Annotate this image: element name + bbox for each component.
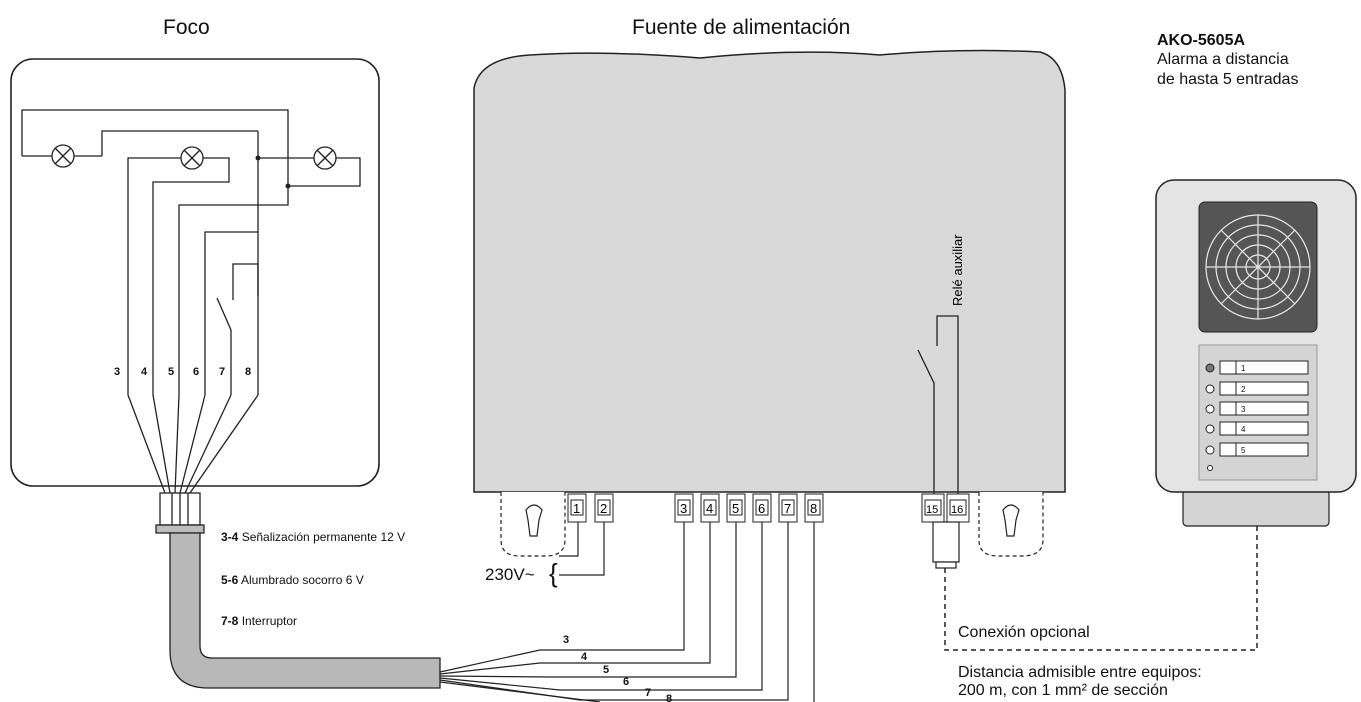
cable-wire-number: 4 — [581, 651, 588, 663]
terminal-15: 15 — [921, 493, 945, 523]
alarm-channel-label: 4 — [1241, 425, 1246, 434]
svg-text:7: 7 — [784, 501, 791, 516]
cable-wire-number: 8 — [666, 693, 672, 702]
ako-description-line1: Alarma a distancia — [1157, 51, 1289, 68]
cable-gland — [155, 492, 205, 534]
mounting-ear-left — [500, 492, 566, 557]
supply-label: 230V~ — [485, 565, 535, 584]
siren-grille-icon — [1205, 214, 1311, 320]
foco-wire-number: 5 — [168, 366, 174, 378]
alarm-channel-label: 5 — [1241, 446, 1246, 455]
terminal-1: 1 — [567, 493, 587, 523]
supply-wires — [559, 522, 605, 576]
alarm-channel-label: 1 — [1241, 364, 1246, 373]
foco-wire-number: 3 — [114, 366, 120, 378]
power-supply-box — [473, 49, 1066, 493]
ako-description-line2: de hasta 5 entradas — [1157, 71, 1299, 88]
terminal-block: 1 2 3 4 5 6 7 8 15 16 — [567, 493, 970, 523]
svg-text:8: 8 — [810, 501, 817, 516]
lamp-icon — [180, 146, 204, 170]
terminal-3: 3 — [674, 493, 694, 523]
foco-wire-number: 4 — [141, 366, 148, 378]
svg-text:16: 16 — [951, 504, 963, 516]
cable-wire-number: 7 — [645, 687, 651, 699]
ako-alarm-unit: 1 2 3 4 5 — [1155, 179, 1357, 527]
foco-wire-numbers: 3 4 5 6 7 8 — [114, 366, 251, 378]
terminal-5: 5 — [726, 493, 746, 523]
relay-label: Relé auxiliar — [950, 234, 965, 306]
terminal-16: 16 — [946, 493, 970, 523]
optional-connection-line — [944, 524, 1258, 651]
relay-output-plug — [932, 521, 960, 569]
cable-wire-number: 5 — [603, 664, 609, 676]
optional-connection-label: Conexión opcional — [958, 624, 1090, 641]
legend-item-3-4: 3-4 Señalización permanente 12 V — [221, 530, 406, 544]
mounting-ear-right — [978, 492, 1044, 557]
svg-text:5: 5 — [732, 501, 739, 516]
ako-model-title: AKO-5605A — [1157, 32, 1246, 49]
foco-box — [10, 58, 380, 487]
legend-item-5-6: 5-6 Alumbrado socorro 6 V — [221, 573, 364, 587]
cable — [169, 532, 441, 689]
svg-text:{: { — [549, 558, 558, 588]
terminal-6: 6 — [752, 493, 772, 523]
auxiliary-relay — [917, 315, 959, 498]
svg-text:2: 2 — [600, 501, 607, 516]
svg-text:15: 15 — [926, 504, 938, 516]
foco-wire-number: 7 — [219, 366, 225, 378]
alarm-channel-rows — [1205, 360, 1309, 471]
svg-text:1: 1 — [573, 501, 580, 516]
svg-text:6: 6 — [758, 501, 765, 516]
legend-item-7-8: 7-8 Interruptor — [221, 614, 298, 628]
terminal-8: 8 — [804, 493, 824, 523]
svg-text:3: 3 — [680, 501, 687, 516]
signal-wires — [439, 522, 815, 702]
foco-title: Foco — [163, 16, 210, 39]
lamp-icon — [51, 144, 75, 168]
foco-wire-number: 8 — [245, 366, 251, 378]
distance-note-line2: 200 m, con 1 mm² de sección — [958, 682, 1168, 699]
cable-wire-numbers: 3 4 5 6 7 8 — [563, 634, 672, 702]
distance-note-line1: Distancia admisible entre equipos: — [958, 664, 1202, 681]
lamp-icon — [313, 146, 337, 170]
foco-wire-number: 6 — [193, 366, 199, 378]
alarm-channel-label: 3 — [1241, 405, 1246, 414]
terminal-7: 7 — [778, 493, 798, 523]
alarm-channel-label: 2 — [1241, 385, 1246, 394]
cable-wire-number: 3 — [563, 634, 569, 646]
terminal-4: 4 — [700, 493, 720, 523]
cable-wire-number: 6 — [623, 676, 629, 688]
svg-text:4: 4 — [706, 501, 713, 516]
power-supply-title: Fuente de alimentación — [632, 16, 851, 39]
terminal-2: 2 — [594, 493, 614, 523]
